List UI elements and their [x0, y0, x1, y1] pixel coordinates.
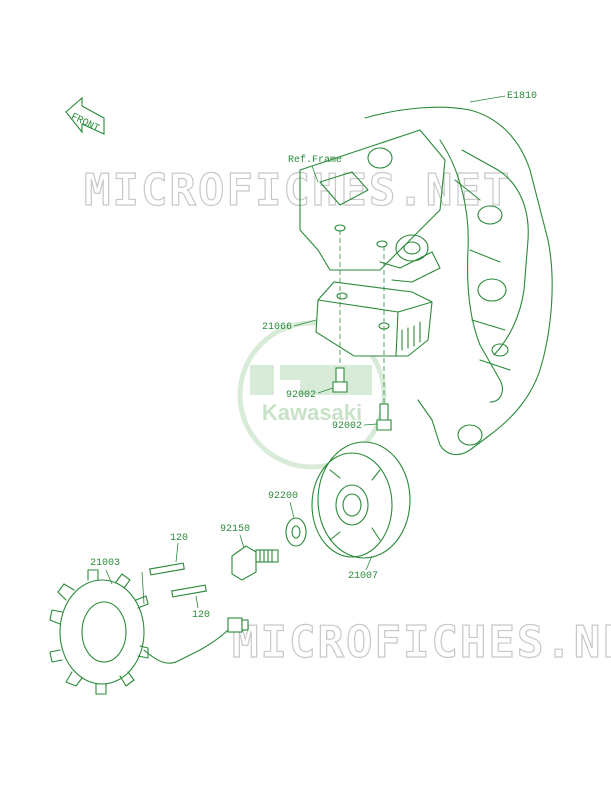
label-stator-bolt-lower: 120 — [192, 610, 210, 621]
label-rotor: 21007 — [348, 571, 378, 582]
bolt-upper-part — [332, 367, 348, 393]
frame — [299, 106, 553, 456]
stator-part — [49, 569, 249, 695]
label-bolt-lower: 92002 — [332, 421, 362, 432]
front-arrow-icon: FRONT — [65, 96, 105, 135]
label-washer: 92200 — [268, 491, 298, 502]
rotor-part — [311, 441, 411, 559]
label-rotor-bolt: 92150 — [220, 524, 250, 535]
rotor-bolt-part — [231, 545, 279, 581]
ref-frame-label: Ref.Frame — [288, 154, 342, 166]
stator-bolt-lower-part — [171, 584, 207, 598]
label-regulator: 21066 — [262, 322, 292, 333]
diagram-code: E1810 — [507, 91, 537, 102]
bolt-lower-part — [376, 403, 392, 431]
logo-text: Kawasaki — [262, 400, 362, 425]
regulator-part — [315, 281, 433, 357]
washer-part — [285, 517, 307, 547]
label-bolt-upper: 92002 — [286, 390, 316, 401]
watermark-bottom: MICROFICHES.NET — [232, 617, 611, 668]
label-stator: 21003 — [90, 558, 120, 569]
kawasaki-logo: Kawasaki — [237, 320, 387, 470]
stator-bolt-upper-part — [149, 562, 185, 576]
label-stator-bolt-upper: 120 — [170, 533, 188, 544]
watermark-top: MICROFICHES.NET — [84, 165, 511, 216]
